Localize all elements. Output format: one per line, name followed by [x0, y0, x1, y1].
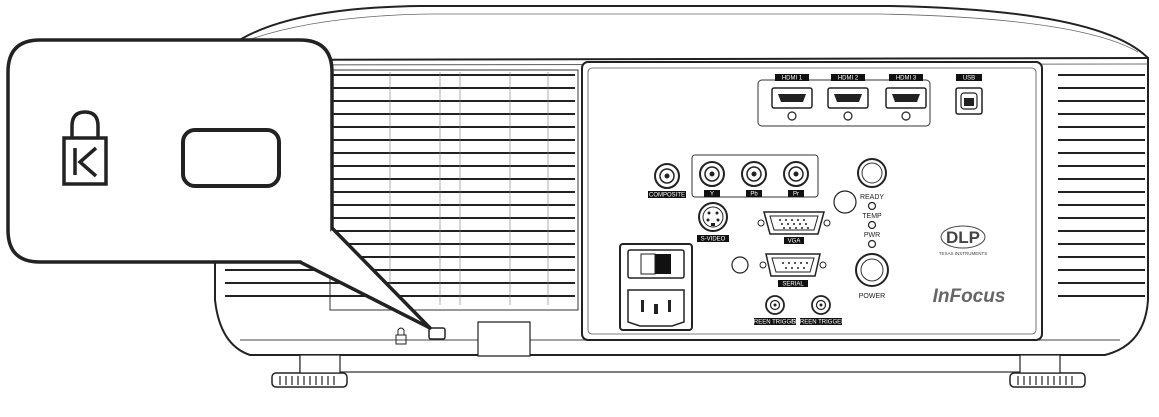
right-adjustable-foot[interactable]: [1009, 354, 1086, 388]
kensington-callout: [6, 38, 432, 330]
ti-text: TEXAS INSTRUMENTS: [939, 251, 988, 256]
ready-button[interactable]: [857, 158, 887, 188]
infocus-logo: InFocus: [933, 286, 1006, 307]
projector-top-outline: [214, 5, 1149, 61]
kensington-slot-enlarged: [181, 128, 281, 188]
power-label: POWER: [859, 293, 885, 300]
pwr-label: PWR: [864, 232, 880, 239]
hdmi-2-port[interactable]: HDMI 2: [827, 74, 869, 121]
rear-latch: [477, 321, 531, 357]
hdmi-3-port[interactable]: HDMI 3: [885, 74, 927, 121]
ir-receiver-bottom: [731, 256, 749, 274]
temp-led: [867, 220, 877, 230]
dlp-logo: DLP TEXAS INSTRUMENTS: [939, 225, 988, 256]
kensington-slot[interactable]: [428, 327, 446, 340]
ready-led: [867, 201, 877, 211]
screen-trigger-2-label: SCREEN TRIGGER 2: [792, 320, 852, 326]
right-vent-grille: [1058, 74, 1145, 297]
hdmi-1-label: HDMI 1: [782, 76, 803, 82]
hdmi-3-label: HDMI 3: [896, 76, 917, 82]
kensington-lock-icon: [62, 110, 108, 186]
svg-text:DLP: DLP: [946, 228, 980, 247]
pr-label: Pr: [793, 192, 799, 198]
temp-label: TEMP: [862, 213, 882, 220]
hdmi-1-port[interactable]: HDMI 1: [771, 74, 813, 121]
usb-label: USB: [963, 76, 975, 82]
power-inlet-switch[interactable]: [619, 243, 693, 331]
screen-trigger-2-port[interactable]: SCREEN TRIGGER 2: [792, 295, 852, 326]
power-button[interactable]: [855, 253, 889, 287]
ready-label: READY: [860, 194, 884, 201]
hdmi-2-label: HDMI 2: [838, 76, 859, 82]
screen-trigger-1-port[interactable]: SCREEN TRIGGER 1: [746, 295, 806, 326]
kensington-lock-icon-small: [395, 327, 407, 345]
component-pb-port[interactable]: Pb: [741, 161, 767, 198]
y-label: Y: [710, 192, 714, 198]
pwr-led: [867, 239, 877, 249]
screen-trigger-1-label: SCREEN TRIGGER 1: [746, 320, 806, 326]
usb-port[interactable]: USB: [955, 74, 983, 115]
composite-port[interactable]: COMPOSITE: [648, 163, 686, 199]
connector-panel: [581, 61, 1043, 341]
vga-port[interactable]: VGA: [757, 211, 831, 245]
serial-label: SERIAL: [782, 282, 804, 288]
vga-label: VGA: [788, 239, 801, 245]
s-video-label: S-VIDEO: [701, 237, 726, 243]
left-adjustable-foot[interactable]: [271, 354, 348, 388]
s-video-port[interactable]: S-VIDEO: [697, 202, 729, 243]
serial-port[interactable]: SERIAL: [759, 253, 827, 288]
component-pr-port[interactable]: Pr: [783, 161, 809, 198]
composite-label: COMPOSITE: [649, 193, 685, 199]
component-y-port[interactable]: Y: [699, 161, 725, 198]
pb-label: Pb: [750, 192, 758, 198]
ir-receiver-top: [833, 190, 857, 214]
